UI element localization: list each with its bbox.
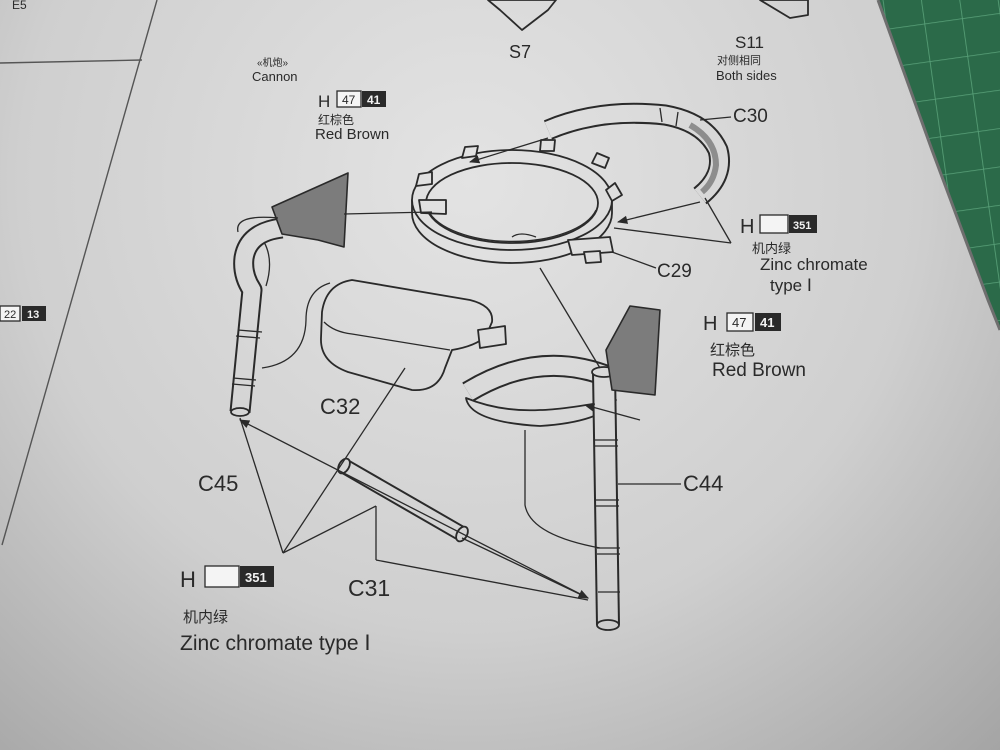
c32-tab xyxy=(477,325,507,349)
paint-callout-red-brown-right: H 47 41 红棕色 Red Brown xyxy=(703,312,806,381)
panel-border-top-left xyxy=(0,59,143,64)
paint-callout-red-brown-left: H 47 41 红棕色 Red Brown xyxy=(315,90,389,143)
part-c44 xyxy=(591,366,620,631)
part-c30 xyxy=(543,102,730,205)
label-s7: S7 xyxy=(509,42,531,62)
corner-label: E5 xyxy=(12,0,27,12)
label-c31: C31 xyxy=(348,575,390,601)
label-c32: C32 xyxy=(320,394,360,419)
paint-code-box-b xyxy=(755,313,781,331)
paint-name-en: Zinc chromate xyxy=(760,255,868,274)
paint-prefix: H xyxy=(318,92,330,111)
c44-band xyxy=(596,499,619,507)
ring-mount-foot xyxy=(583,250,602,264)
paint-name-cn: 红棕色 xyxy=(710,342,755,359)
c30-hook-detail xyxy=(659,107,679,127)
paint-callout-zinc-chromate-bottom: H 351 机内绿 Zinc chromate type Ⅰ xyxy=(180,565,371,655)
label-s11: S11 xyxy=(735,33,764,52)
paint-code-a: 47 xyxy=(342,93,356,107)
paint-code-box-b xyxy=(362,91,386,107)
edge-code-box-a xyxy=(0,305,21,322)
paint-code-box-b xyxy=(789,215,817,233)
c45-band xyxy=(235,329,263,339)
label-c30: C30 xyxy=(733,106,768,127)
paint-name-cn: 红棕色 xyxy=(318,112,354,127)
c32-top-edge xyxy=(323,321,451,351)
ring-tab xyxy=(591,152,610,169)
ring-inner-notch xyxy=(511,233,537,238)
c44-end xyxy=(596,619,620,631)
paint-code-b: 351 xyxy=(245,570,267,585)
ring-tab xyxy=(539,139,556,152)
edge-code-box-b xyxy=(22,306,46,321)
paper-edge xyxy=(876,0,1000,331)
label-s11-note-en: Both sides xyxy=(716,68,777,83)
paint-code-box-a xyxy=(336,90,362,108)
paint-code-box-empty xyxy=(204,565,240,588)
paint-code-b: 41 xyxy=(367,93,381,107)
c45-bracket-detail xyxy=(263,241,271,287)
cannon-label-en: Cannon xyxy=(252,69,298,84)
label-c44: C44 xyxy=(683,471,723,496)
c45-band xyxy=(231,377,257,387)
paint-code-box-b xyxy=(240,566,274,587)
paint-name-cn: 机内绿 xyxy=(752,241,791,256)
label-c29: C29 xyxy=(657,261,692,282)
ring-top-inner xyxy=(425,162,599,244)
part-cannon-plate-left-red-brown xyxy=(271,172,349,248)
c44-band xyxy=(595,439,618,447)
paint-code-box-empty xyxy=(759,214,789,234)
c44-band xyxy=(597,547,620,555)
paint-name-en-type: type Ⅰ xyxy=(770,276,812,295)
part-s11 xyxy=(759,0,809,19)
paint-name-en: Red Brown xyxy=(712,360,806,381)
ring-tab xyxy=(461,145,479,159)
ring-inner-wall xyxy=(427,209,597,243)
paint-prefix: H xyxy=(180,567,196,592)
part-s7 xyxy=(487,0,557,31)
paint-code-b: 351 xyxy=(793,220,811,232)
ring-tab xyxy=(415,171,433,187)
edge-paint-code: 22 13 xyxy=(0,305,46,322)
ring-tab xyxy=(605,182,623,202)
label-c45: C45 xyxy=(198,471,238,496)
label-s11-note-cn: 对侧相同 xyxy=(717,53,761,67)
paint-code-box-a xyxy=(726,312,754,332)
cannon-label-cn: «机炮» xyxy=(257,56,289,69)
ring-slot xyxy=(418,199,447,215)
paint-name-en: Zinc chromate type Ⅰ xyxy=(180,632,371,655)
paint-name-cn: 机内绿 xyxy=(183,609,228,626)
part-c32 xyxy=(320,279,507,391)
paint-prefix: H xyxy=(703,313,717,335)
panel-border-left xyxy=(1,0,158,546)
paint-name-en: Red Brown xyxy=(315,126,389,143)
edge-code-a: 22 xyxy=(4,309,16,321)
part-c45 xyxy=(229,217,284,417)
paint-code-a: 47 xyxy=(732,315,746,330)
c45-end xyxy=(230,407,250,417)
edge-code-b: 13 xyxy=(27,309,39,321)
paint-callout-zinc-chromate-right: H 351 机内绿 Zinc chromate type Ⅰ xyxy=(740,214,868,295)
leader-lines xyxy=(237,116,732,601)
part-c29-ring xyxy=(411,139,623,264)
part-cannon-plate-right-red-brown xyxy=(605,305,661,396)
paint-prefix: H xyxy=(740,216,754,238)
paint-code-b: 41 xyxy=(760,315,774,330)
